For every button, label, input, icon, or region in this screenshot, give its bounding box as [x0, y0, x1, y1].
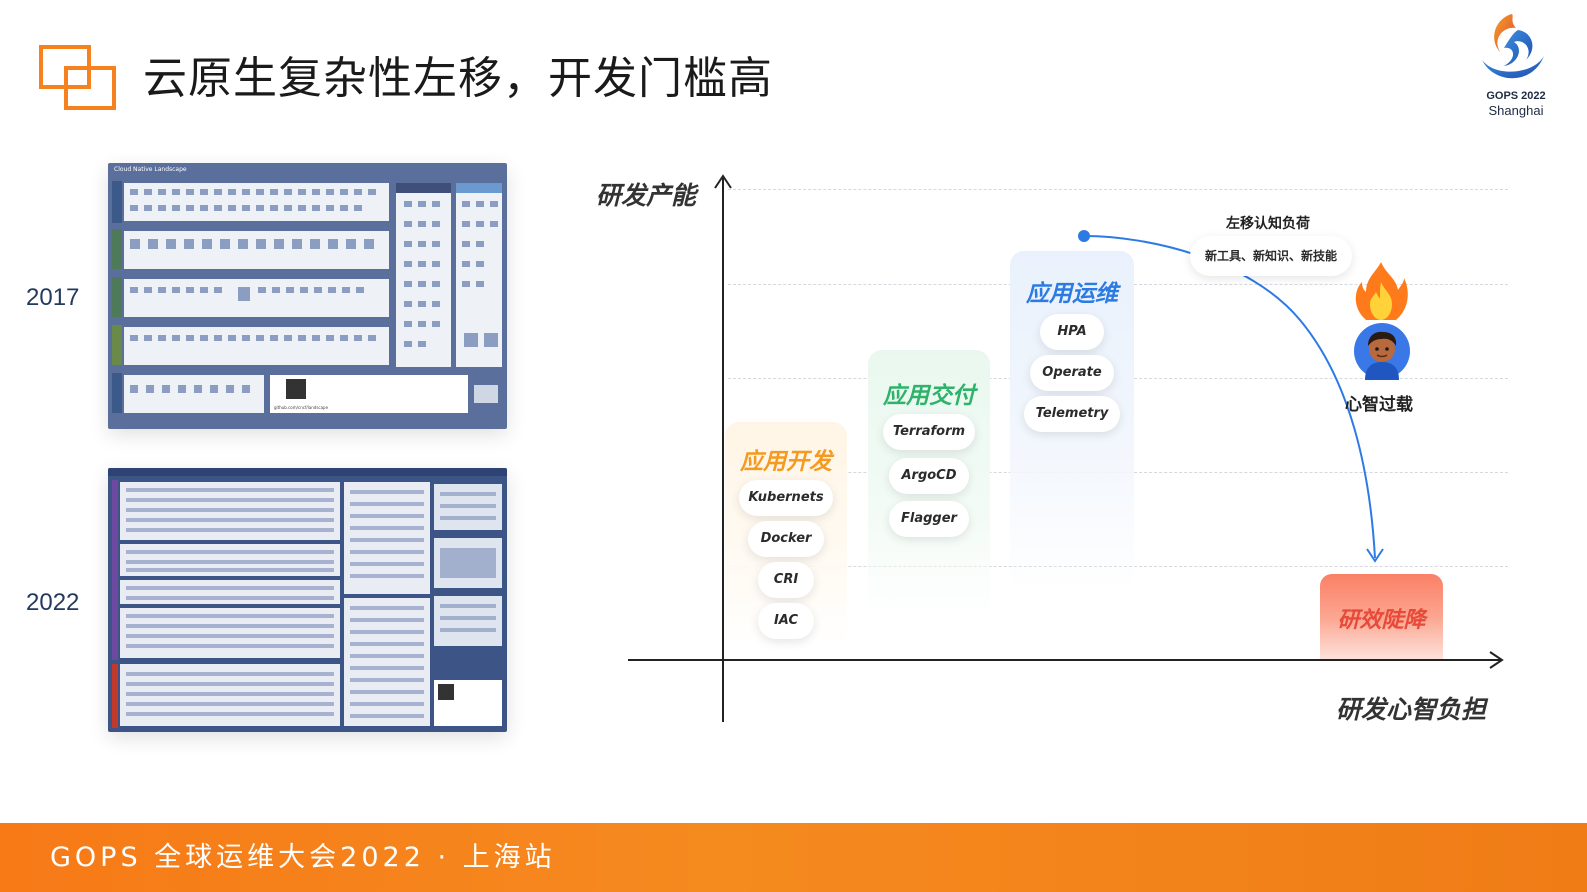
landscape-2017-title: Cloud Native Landscape [114, 166, 187, 173]
fire-icon [1355, 262, 1408, 320]
y-axis-label: 研发产能 [596, 181, 697, 210]
overload-label: 心智过载 [1345, 395, 1413, 415]
tool-pill-operate: Operate [1030, 355, 1114, 391]
footer-bar: GOPS 全球运维大会2022 · 上海站 [0, 823, 1587, 892]
landscape-2017-grid [112, 181, 502, 413]
title-squares-icon [39, 45, 116, 110]
footer-text: GOPS 全球运维大会2022 · 上海站 [50, 842, 556, 873]
shift-left-bubble: 新工具、新知识、新技能 [1190, 236, 1352, 276]
gops-logo-icon [1482, 14, 1544, 79]
tool-pill-hpa: HPA [1040, 314, 1104, 350]
tool-pill-terraform: Terraform [883, 414, 975, 450]
shift-left-title: 左移认知负荷 [1226, 216, 1310, 232]
page-title: 云原生复杂性左移，开发门槛高 [143, 53, 773, 104]
tool-pill-iac: IAC [758, 603, 814, 639]
logo-year-text: GOPS 2022 [1486, 90, 1546, 102]
landscape-2017-caption: github.com/cncf/landscape [274, 405, 329, 410]
drop-label: 研效陡降 [1337, 608, 1426, 633]
landscape-2022-image [108, 468, 507, 732]
logo-city-text: Shanghai [1488, 103, 1544, 118]
year-label-2022: 2022 [26, 589, 80, 616]
x-axis-label: 研发心智负担 [1336, 695, 1487, 724]
landscape-2022-grid [108, 468, 507, 728]
drop-block [1320, 574, 1443, 660]
grid-line [728, 189, 1508, 190]
ops-column-title: 应用运维 [1026, 281, 1118, 307]
tool-pill-cri: CRI [758, 562, 814, 598]
year-label-2017: 2017 [26, 284, 80, 311]
tool-pill-argocd: ArgoCD [889, 458, 969, 494]
delivery-column-title: 应用交付 [883, 383, 975, 409]
tool-pill-docker: Docker [748, 521, 824, 557]
dev-column-title: 应用开发 [740, 449, 832, 475]
landscape-2017-image: Cloud Native Landscape github.c [108, 163, 507, 429]
tool-pill-telemetry: Telemetry [1024, 396, 1120, 432]
avatar-icon [1354, 323, 1410, 380]
tool-pill-flagger: Flagger [889, 501, 969, 537]
tool-pill-kubernets: Kubernets [739, 480, 833, 516]
